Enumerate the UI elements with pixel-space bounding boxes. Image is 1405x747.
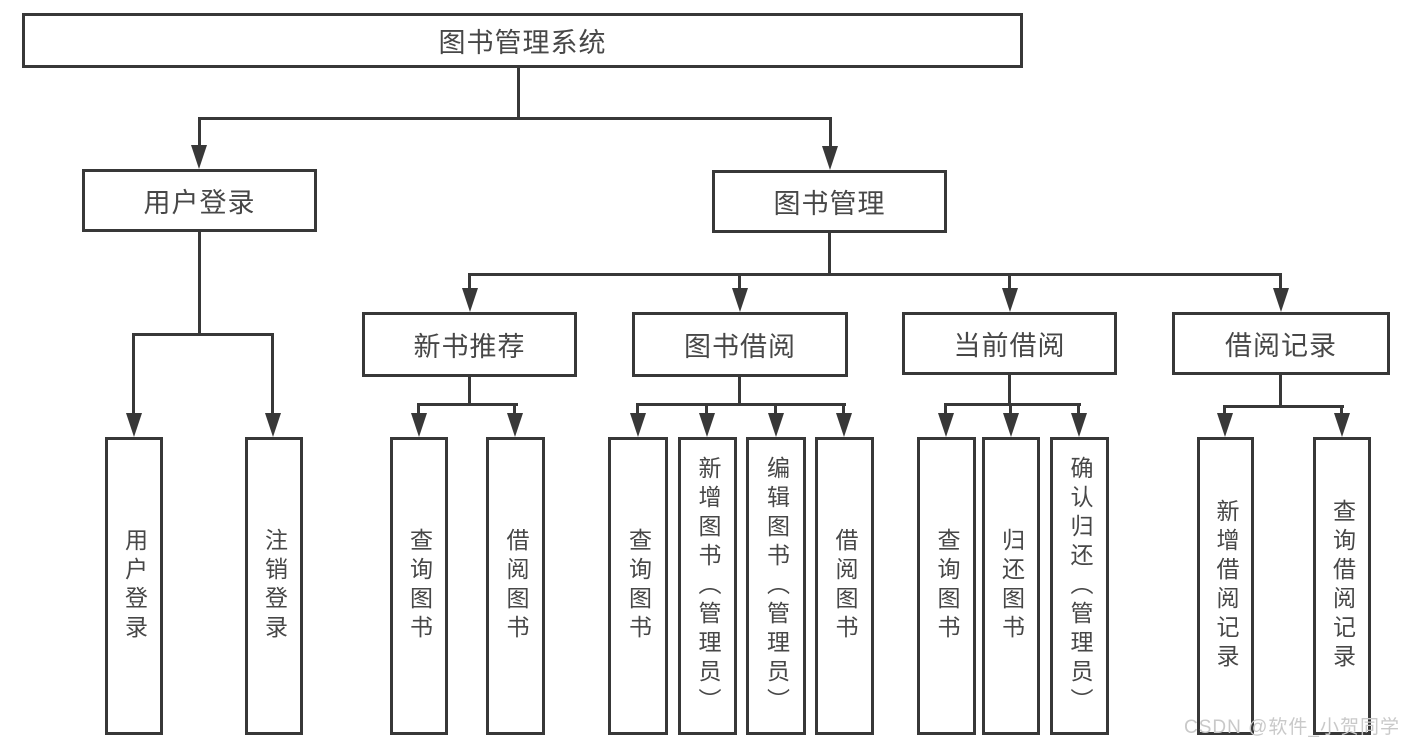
node-book-mgmt-label: 图书管理 bbox=[773, 189, 886, 219]
connector-userlogin-down bbox=[198, 232, 201, 336]
arrowhead-icon bbox=[1217, 413, 1233, 437]
node-leaf-bb-edit-books-admin: 编辑图书（管理员） bbox=[746, 437, 806, 735]
connector-stem bbox=[1223, 405, 1226, 416]
node-leaf-logout: 注销登录 bbox=[245, 437, 303, 735]
connector-rail bbox=[1223, 405, 1344, 408]
node-leaf-bb-add-books-admin: 新增图书（管理员） bbox=[678, 437, 737, 735]
arrowhead-icon bbox=[732, 288, 748, 312]
leaf-label: 借阅图书 bbox=[503, 528, 529, 644]
leaf-label: 归还图书 bbox=[998, 528, 1025, 644]
node-borrow-records: 借阅记录 bbox=[1172, 312, 1390, 375]
node-new-book-rec-label: 新书推荐 bbox=[413, 332, 526, 362]
csdn-watermark: CSDN @软件_小贺同学 bbox=[1184, 717, 1400, 738]
node-leaf-user-login: 用户登录 bbox=[105, 437, 163, 735]
node-book-mgmt: 图书管理 bbox=[712, 170, 947, 233]
node-book-borrow-label: 图书借阅 bbox=[684, 332, 796, 362]
node-leaf-br-query-record: 查询借阅记录 bbox=[1313, 437, 1371, 735]
connector-stem bbox=[636, 403, 639, 416]
connector-stem bbox=[468, 273, 471, 291]
leaf-label: 新增借阅记录 bbox=[1213, 499, 1239, 673]
node-leaf-bb-borrow-books: 借阅图书 bbox=[815, 437, 874, 735]
connector-stem bbox=[774, 403, 777, 416]
arrowhead-icon bbox=[126, 413, 142, 437]
leaf-label: 查询借阅记录 bbox=[1329, 499, 1356, 673]
arrowhead-icon bbox=[836, 413, 852, 437]
connector-stem bbox=[1279, 273, 1282, 291]
node-borrow-records-label: 借阅记录 bbox=[1225, 331, 1337, 361]
leaf-label: 借阅图书 bbox=[832, 528, 858, 644]
leaf-label: 编辑图书（管理员） bbox=[763, 455, 790, 717]
arrowhead-icon bbox=[822, 146, 838, 170]
arrowhead-icon bbox=[1002, 288, 1018, 312]
connector-stem bbox=[1077, 403, 1080, 416]
arrowhead-icon bbox=[938, 413, 954, 437]
connector-stem bbox=[417, 403, 420, 416]
node-leaf-nbr-query-books: 查询图书 bbox=[390, 437, 448, 735]
leaf-label: 注销登录 bbox=[261, 528, 288, 644]
node-leaf-cb-confirm-return-admin: 确认归还（管理员） bbox=[1050, 437, 1109, 735]
leaf-label: 查询图书 bbox=[406, 528, 433, 644]
node-user-login-label: 用户登录 bbox=[143, 188, 256, 218]
connector-stem bbox=[842, 403, 845, 416]
connector-stem bbox=[1008, 273, 1011, 291]
arrowhead-icon bbox=[1071, 413, 1087, 437]
connector-stem bbox=[738, 273, 741, 291]
connector-level3-rail bbox=[468, 273, 1282, 276]
arrowhead-icon bbox=[462, 288, 478, 312]
node-user-login: 用户登录 bbox=[82, 169, 317, 232]
arrowhead-icon bbox=[411, 413, 427, 437]
arrowhead-icon bbox=[1003, 413, 1019, 437]
arrowhead-icon bbox=[630, 413, 646, 437]
leaf-label: 新增图书（管理员） bbox=[695, 455, 721, 717]
connector-rail bbox=[636, 403, 846, 406]
connector-userlogin-stem bbox=[198, 117, 201, 147]
arrowhead-icon bbox=[265, 413, 281, 437]
connector-stem bbox=[513, 403, 516, 416]
connector-bookmgmt-down bbox=[828, 233, 831, 276]
node-leaf-br-add-record: 新增借阅记录 bbox=[1197, 437, 1254, 735]
arrowhead-icon bbox=[191, 145, 207, 169]
connector-stem bbox=[738, 377, 741, 406]
connector-stem bbox=[705, 403, 708, 416]
connector-root-stem bbox=[517, 68, 520, 120]
arrowhead-icon bbox=[1273, 288, 1289, 312]
node-book-borrow: 图书借阅 bbox=[632, 312, 848, 377]
connector-stem bbox=[1279, 375, 1282, 408]
node-leaf-cb-query-books: 查询图书 bbox=[917, 437, 976, 735]
node-leaf-bb-query-books: 查询图书 bbox=[608, 437, 668, 735]
connector-stem bbox=[1340, 405, 1343, 416]
connector-stem bbox=[468, 377, 471, 406]
connector-stem bbox=[1009, 403, 1012, 416]
connector-stem bbox=[944, 403, 947, 416]
connector-stem bbox=[271, 333, 274, 415]
connector-stem bbox=[132, 333, 135, 415]
leaf-label: 用户登录 bbox=[121, 528, 148, 644]
node-root-label: 图书管理系统 bbox=[438, 28, 607, 58]
node-leaf-cb-return-books: 归还图书 bbox=[982, 437, 1040, 735]
node-current-borrow: 当前借阅 bbox=[902, 312, 1117, 375]
leaf-label: 查询图书 bbox=[934, 528, 960, 644]
connector-rail bbox=[944, 403, 1081, 406]
connector-bookmgmt-stem bbox=[829, 117, 832, 148]
arrowhead-icon bbox=[768, 413, 784, 437]
leaf-label: 确认归还（管理员） bbox=[1067, 455, 1093, 717]
arrowhead-icon bbox=[507, 413, 523, 437]
node-leaf-nbr-borrow-books: 借阅图书 bbox=[486, 437, 545, 735]
connector-rail bbox=[417, 403, 518, 406]
leaf-label: 查询图书 bbox=[625, 528, 652, 644]
arrowhead-icon bbox=[1334, 413, 1350, 437]
node-root: 图书管理系统 bbox=[22, 13, 1023, 68]
connector-userlogin-rail bbox=[132, 333, 274, 336]
node-current-borrow-label: 当前借阅 bbox=[953, 331, 1066, 361]
connector-level2-rail bbox=[198, 117, 832, 120]
arrowhead-icon bbox=[699, 413, 715, 437]
node-new-book-rec: 新书推荐 bbox=[362, 312, 577, 377]
connector-stem bbox=[1008, 375, 1011, 406]
